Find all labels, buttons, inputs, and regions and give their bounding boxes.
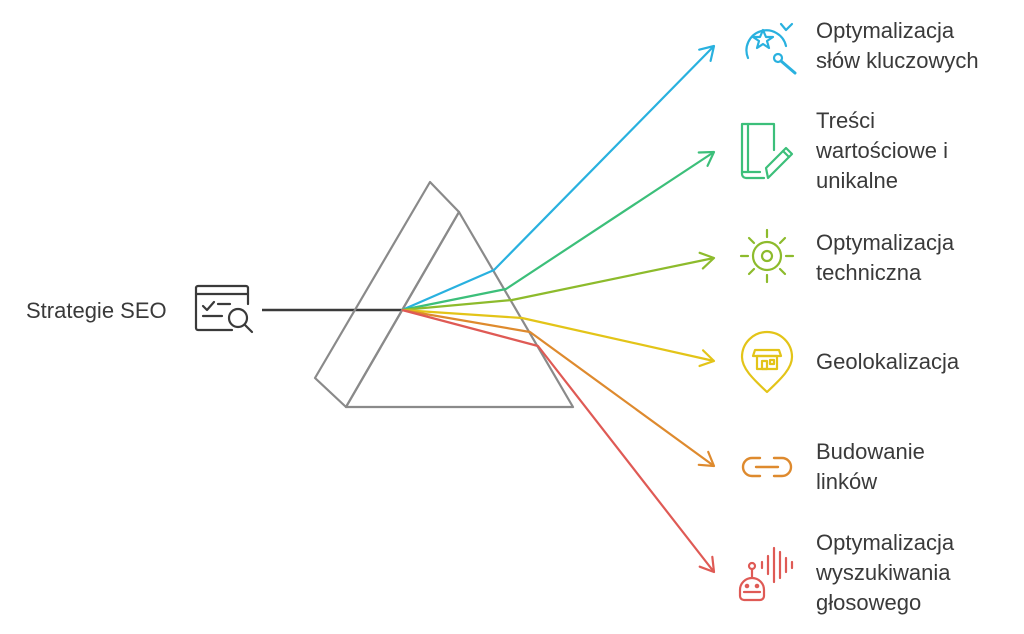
label-line: wyszukiwania: [816, 560, 951, 585]
beam-voice: [401, 308, 715, 573]
star-search-icon: [745, 22, 797, 75]
arrowhead-technical: [698, 251, 716, 270]
source-label: Strategie SEO: [26, 298, 167, 323]
gear-sun-icon: [739, 228, 795, 284]
label-line: słów kluczowych: [816, 48, 979, 73]
label-line: Optymalizacja: [816, 230, 955, 255]
beam-technical: [401, 256, 715, 312]
output-label-links: Budowanie linków: [816, 437, 925, 497]
store-pin-icon: [740, 330, 794, 394]
label-line: Geolokalizacja: [816, 349, 960, 374]
refracted-beams: [401, 44, 716, 574]
voice-robot-icon: [738, 546, 794, 602]
label-line: głosowego: [816, 590, 922, 615]
label-line: techniczna: [816, 260, 922, 285]
output-label-content: Treści wartościowe i unikalne: [816, 106, 948, 196]
label-line: Treści: [816, 108, 876, 133]
label-line: unikalne: [816, 168, 898, 193]
book-pencil-icon: [740, 122, 794, 180]
arrowhead-links: [697, 450, 716, 468]
label-line: wartościowe i: [816, 138, 949, 163]
arrowhead-content: [697, 150, 716, 167]
label-line: Optymalizacja: [816, 530, 955, 555]
arrowhead-geo: [698, 349, 716, 368]
arrowhead-voice: [698, 555, 716, 574]
output-label-voice: Optymalizacja wyszukiwania głosowego: [816, 528, 954, 618]
beam-keywords: [401, 45, 715, 312]
link-chain-icon: [741, 456, 793, 478]
output-label-technical: Optymalizacja techniczna: [816, 228, 954, 288]
beam-geo: [401, 308, 715, 363]
output-label-keywords: Optymalizacja słów kluczowych: [816, 16, 979, 76]
beam-content: [401, 151, 715, 312]
output-label-geo: Geolokalizacja: [816, 347, 959, 377]
label-line: linków: [816, 469, 878, 494]
label-line: Optymalizacja: [816, 18, 955, 43]
label-line: Budowanie: [816, 439, 925, 464]
arrowhead-keywords: [698, 44, 716, 62]
seo-audit-icon: [194, 284, 254, 334]
beam-links: [401, 308, 715, 467]
